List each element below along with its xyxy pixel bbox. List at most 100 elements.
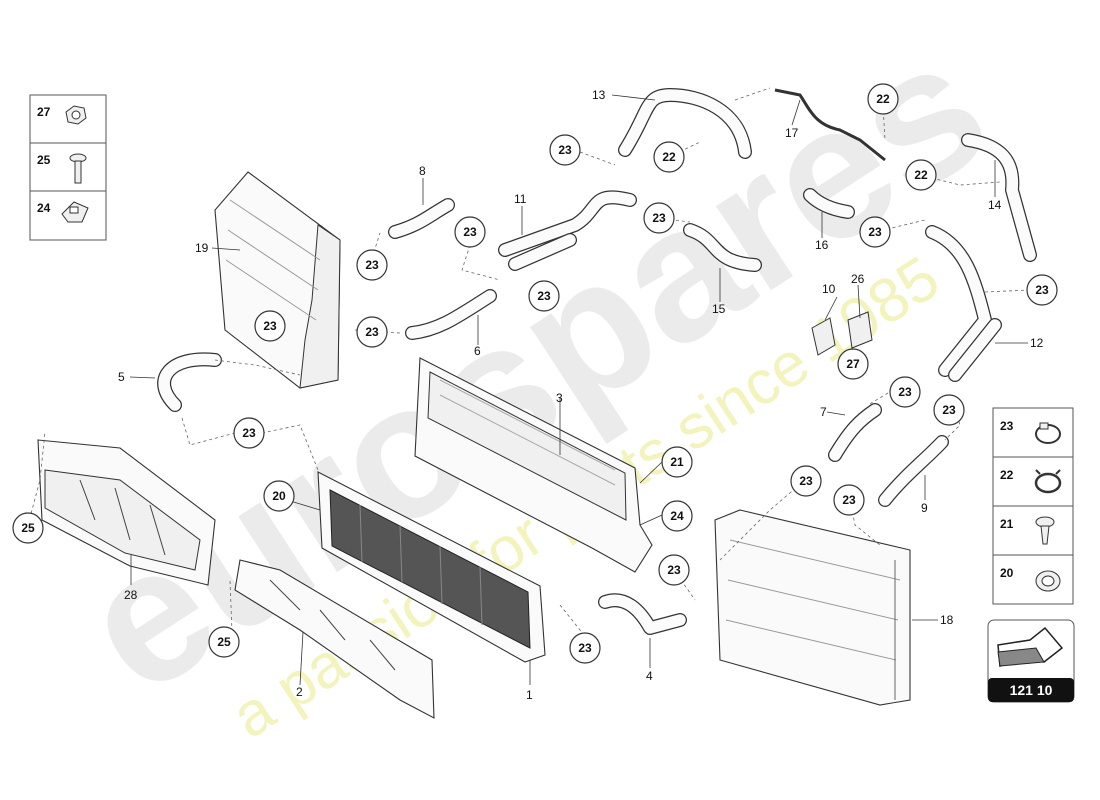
callout-bubble: 22 xyxy=(867,83,899,115)
callout-26: 26 xyxy=(851,272,865,286)
callout-bubble-label: 23 xyxy=(868,225,882,239)
callout-11: 11 xyxy=(514,192,527,206)
hose-5 xyxy=(157,352,222,412)
callout-6: 6 xyxy=(474,344,481,358)
callout-bubble: 23 xyxy=(859,216,891,248)
radiator-19 xyxy=(214,171,341,389)
hose-17 xyxy=(774,88,886,162)
legend-left-number: 24 xyxy=(37,201,51,215)
callout-bubble-label: 25 xyxy=(21,521,35,535)
air-guide-28 xyxy=(37,439,216,586)
hose-9 xyxy=(878,435,949,507)
callout-bubble: 25 xyxy=(12,512,44,544)
hose-11 xyxy=(498,190,637,271)
callout-19: 19 xyxy=(195,241,209,255)
leader-lines xyxy=(129,94,1028,686)
callout-bubble-label: 23 xyxy=(942,403,956,417)
callout-bubble: 23 xyxy=(833,484,865,516)
callout-circle xyxy=(1026,274,1058,306)
callout-circle xyxy=(528,280,560,312)
callout-circle xyxy=(356,249,388,281)
callout-bubble: 23 xyxy=(569,632,601,664)
callout-bubble: 23 xyxy=(233,417,265,449)
callout-bubble: 23 xyxy=(549,134,581,166)
callout-bubble-label: 23 xyxy=(1035,283,1049,297)
callout-bubble: 21 xyxy=(661,446,693,478)
bracket-10 xyxy=(811,317,836,356)
hose-12 xyxy=(925,225,1002,382)
legend-right-number: 20 xyxy=(1000,566,1014,580)
direction-arrow-icon xyxy=(997,626,1064,667)
legend-right-number: 23 xyxy=(1000,419,1014,433)
callout-2: 2 xyxy=(296,685,303,699)
callout-bubble-label: 23 xyxy=(667,563,681,577)
callout-bubble-label: 27 xyxy=(846,357,860,371)
callout-circle xyxy=(833,484,865,516)
callout-bubble: 23 xyxy=(1026,274,1058,306)
callout-5: 5 xyxy=(118,370,125,384)
callout-circle xyxy=(658,554,690,586)
callout-bubble: 22 xyxy=(905,159,937,191)
radiator-18 xyxy=(714,509,911,706)
legend-left: 27 25 24 xyxy=(29,94,107,241)
callout-bubble-label: 25 xyxy=(217,635,231,649)
diagram-code: 121 10 xyxy=(1010,682,1053,698)
hose-7 xyxy=(828,403,882,462)
callout-bubble-label: 23 xyxy=(578,641,592,655)
callout-bubble: 23 xyxy=(356,316,388,348)
hose-4 xyxy=(598,593,687,635)
callout-10: 10 xyxy=(822,282,836,296)
callout-bubble-label: 23 xyxy=(365,258,379,272)
callout-bubble: 24 xyxy=(661,500,693,532)
callout-bubble: 23 xyxy=(528,280,560,312)
legend-left-number: 27 xyxy=(37,105,51,119)
callout-circle xyxy=(889,376,921,408)
callout-bubble-label: 23 xyxy=(365,325,379,339)
callout-bubble: 23 xyxy=(254,310,286,342)
callout-circle xyxy=(569,632,601,664)
bolt-icon xyxy=(69,153,87,184)
callout-bubble: 27 xyxy=(837,348,869,380)
hose-6 xyxy=(405,289,497,340)
callout-8: 8 xyxy=(419,164,426,178)
callout-bubble: 23 xyxy=(643,202,675,234)
air-guide-2 xyxy=(234,559,435,719)
callout-bubble: 22 xyxy=(653,141,685,173)
callout-labels: 1 2 3 4 5 6 7 8 9 10 11 12 13 14 15 16 1… xyxy=(118,88,1044,702)
spring-clamp-icon xyxy=(1034,469,1062,494)
callout-bubble-label: 24 xyxy=(670,509,684,523)
callout-circle xyxy=(233,417,265,449)
clip-nut-icon xyxy=(61,201,89,223)
hose-16 xyxy=(803,188,855,219)
bracket-26 xyxy=(847,311,873,349)
hose-clamp-icon xyxy=(1035,422,1061,444)
callout-bubble-label: 20 xyxy=(272,489,286,503)
callout-bubble-label: 22 xyxy=(662,150,676,164)
callout-bubble: 20 xyxy=(263,480,295,512)
legend-left-number: 25 xyxy=(37,153,51,167)
callout-circle xyxy=(933,394,965,426)
callout-3: 3 xyxy=(556,391,563,405)
callout-circle xyxy=(661,500,693,532)
legend-right: 23 22 21 20 xyxy=(992,407,1074,605)
callout-17: 17 xyxy=(785,126,799,140)
callout-bubble-label: 23 xyxy=(652,211,666,225)
callout-bubble-label: 23 xyxy=(463,225,477,239)
callout-4: 4 xyxy=(646,669,653,683)
hose-8 xyxy=(388,198,455,239)
callout-bubble-label: 23 xyxy=(263,319,277,333)
callout-circle xyxy=(356,316,388,348)
diagram-code-badge: 121 10 xyxy=(987,619,1075,703)
shroud-3 xyxy=(414,357,653,573)
callout-1: 1 xyxy=(526,688,533,702)
bubble-callouts: 23 23 23 23 23 23 23 23 23 23 23 23 23 23 23 23 22 22 22 21… xyxy=(12,83,1058,664)
callout-7: 7 xyxy=(820,405,827,419)
legend-right-number: 21 xyxy=(1000,517,1014,531)
callout-bubble: 23 xyxy=(790,465,822,497)
callout-circle xyxy=(653,141,685,173)
radiator-1 xyxy=(317,471,546,663)
callout-circle xyxy=(643,202,675,234)
callout-bubble-label: 22 xyxy=(914,168,928,182)
expanding-rivet-icon xyxy=(1035,516,1055,545)
